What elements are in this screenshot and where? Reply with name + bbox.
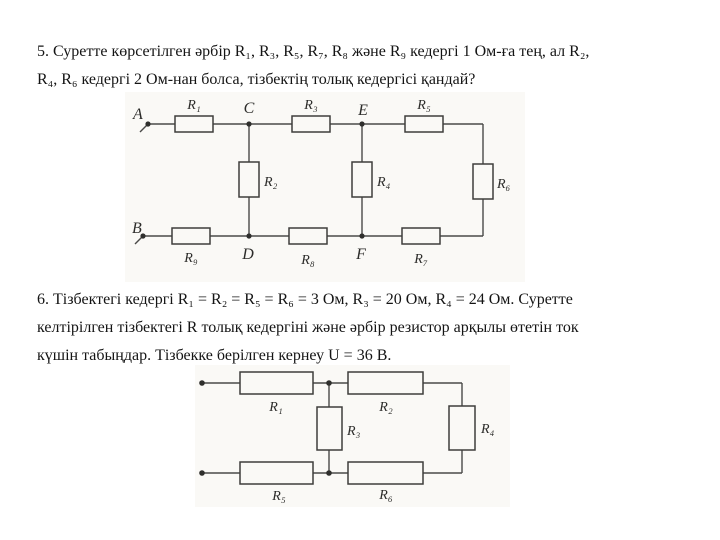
resistor-r6-label: R₆ (496, 177, 511, 192)
terminal-b-dot (140, 233, 146, 239)
problem-5-line-2: R₄, R₆ кедергі 2 Ом-нан болса, тізбектің… (37, 71, 476, 88)
resistor-r8-label: R₈ (300, 253, 315, 268)
resistor-r7-label: R₇ (413, 252, 428, 267)
terminal-top-dot (199, 380, 205, 386)
node-f-label: F (355, 246, 366, 263)
resistor-r6-box (347, 461, 424, 485)
resistor-r1-label: R₁ (268, 400, 282, 415)
resistor-r6-label: R₆ (378, 488, 393, 503)
junction-top-dot (326, 380, 332, 386)
resistor-r3-box (291, 115, 331, 133)
node-d-dot (246, 233, 252, 239)
problem-5-line-1: 5. Суретте көрсетілген әрбір R₁, R₃, R₅,… (37, 43, 590, 60)
resistor-r5-label: R₅ (416, 98, 431, 113)
circuit-figure-2: R₁ R₂ R₃ R₄ R₅ R₆ (195, 365, 510, 507)
problem-6-line-2: келтірілген тізбектегі R толық кедергіні… (37, 319, 579, 336)
node-a-label: A (132, 106, 143, 123)
circuit-1-svg: A B C D E F R₁ R₃ R₅ R₂ R₄ R₆ R₉ R₈ R₇ (132, 98, 511, 268)
resistor-r1-box (174, 115, 214, 133)
resistor-r9-box (171, 227, 211, 245)
resistor-r6-box (472, 163, 494, 200)
resistor-r1-box (239, 371, 314, 395)
node-e-label: E (357, 102, 368, 119)
node-c-dot (246, 121, 252, 127)
resistor-r3-label: R₃ (346, 424, 361, 439)
terminal-a-dot (145, 121, 151, 127)
resistor-r3-label: R₃ (303, 98, 318, 113)
resistor-r4-label: R₄ (376, 175, 391, 190)
circuit-figure-1: A B C D E F R₁ R₃ R₅ R₂ R₄ R₆ R₉ R₈ R₇ (125, 92, 525, 282)
resistor-r9-label: R₉ (183, 251, 198, 266)
resistor-r3-box (316, 406, 343, 451)
node-d-label: D (241, 246, 254, 263)
node-f-dot (359, 233, 365, 239)
resistor-r2-box (347, 371, 424, 395)
problem-6-line-3: күшін табыңдар. Тізбекке берілген кернеу… (37, 347, 392, 364)
junction-bottom-dot (326, 470, 332, 476)
problem-6-text: 6. Тізбектегі кедергі R₁ = R₂ = R₅ = R₆ … (37, 286, 707, 370)
circuit-2-svg: R₁ R₂ R₃ R₄ R₅ R₆ (199, 371, 495, 504)
problem-5-text: 5. Суретте көрсетілген әрбір R₁, R₃, R₅,… (37, 38, 707, 94)
node-c-label: C (244, 100, 255, 117)
resistor-r1-label: R₁ (186, 98, 200, 113)
resistor-r5-box (404, 115, 444, 133)
resistor-r4-label: R₄ (480, 422, 495, 437)
resistor-r5-label: R₅ (271, 489, 286, 504)
resistor-r2-label: R₂ (378, 400, 393, 415)
node-e-dot (359, 121, 365, 127)
resistor-r2-box (238, 161, 260, 198)
resistor-r8-box (288, 227, 328, 245)
resistor-r7-box (401, 227, 441, 245)
resistor-r4-box (448, 405, 476, 451)
resistor-r2-label: R₂ (263, 175, 278, 190)
problem-6-line-1: 6. Тізбектегі кедергі R₁ = R₂ = R₅ = R₆ … (37, 291, 573, 308)
resistor-r4-box (351, 161, 373, 198)
node-b-label: B (132, 220, 142, 237)
resistor-r5-box (239, 461, 314, 485)
terminal-bottom-dot (199, 470, 205, 476)
